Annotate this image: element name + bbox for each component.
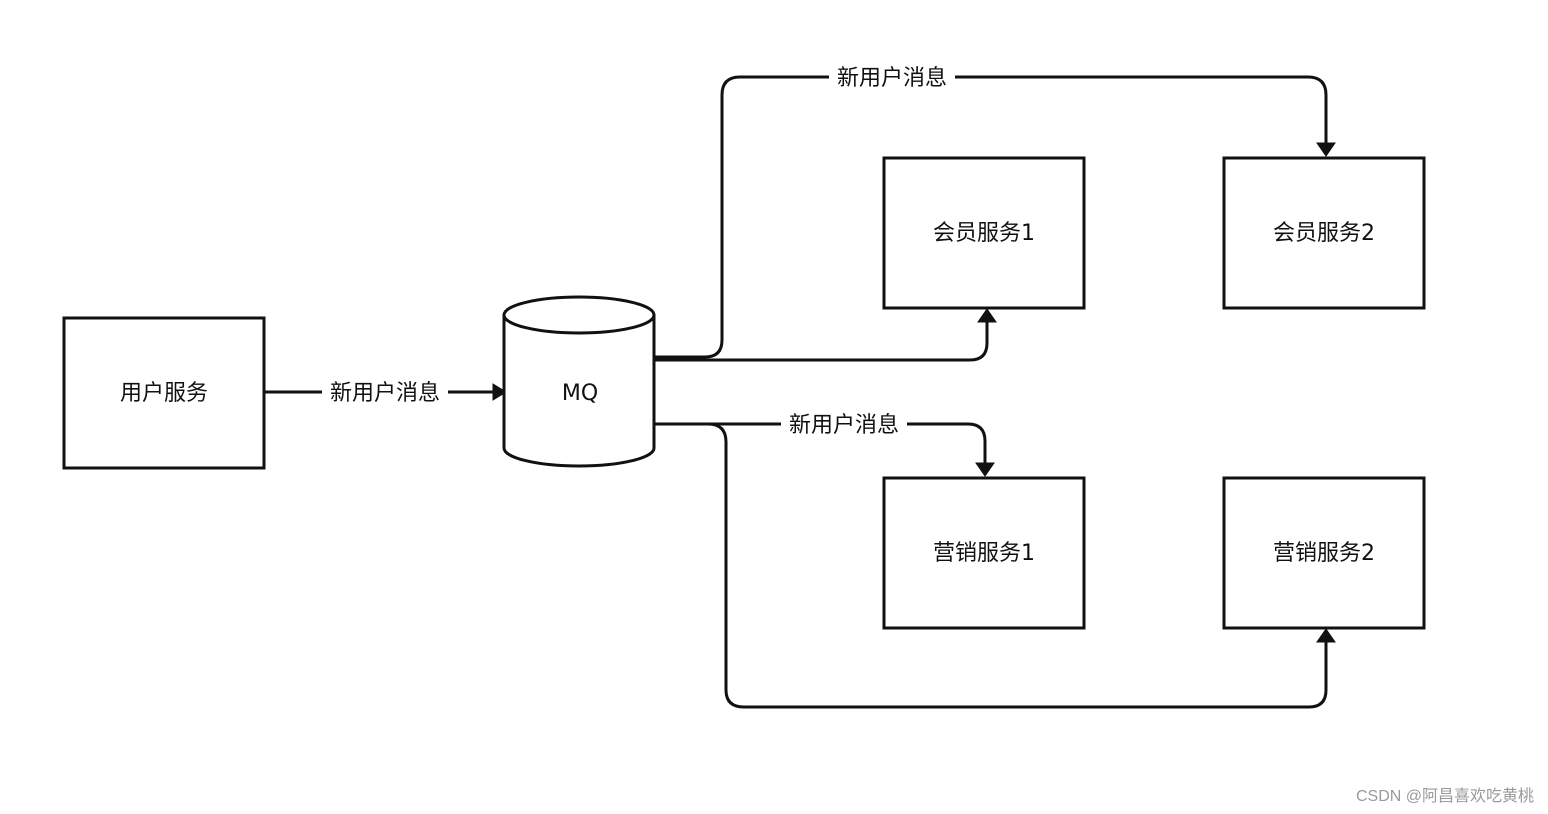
node-label-marketing-service-2: 营销服务2 [1273,541,1375,566]
arrowhead-member-service-1 [977,308,997,323]
mq-cylinder-icon [502,295,656,468]
node-user-service: 用户服务 [62,316,266,470]
arrowhead-user-to-mq [492,383,507,401]
edge-label-mq-to-marketing: 新用户消息 [789,413,899,438]
node-label-member-service-1: 会员服务1 [933,221,1035,246]
edge-label-mq-to-member: 新用户消息 [837,66,947,91]
watermark: CSDN @阿昌喜欢吃黄桃 [1355,788,1534,805]
edge-label-user-to-mq: 新用户消息 [330,381,440,406]
node-member-service-1: 会员服务1 [882,156,1086,310]
edge-mq-to-marketing-service-2 [653,422,1328,709]
arrowhead-marketing-service-2 [1316,628,1336,643]
node-label-member-service-2: 会员服务2 [1273,221,1375,246]
edge-mq-to-member-service-1 [653,318,989,362]
node-member-service-2: 会员服务2 [1222,156,1426,310]
node-marketing-service-1: 营销服务1 [882,476,1086,630]
node-label-user-service: 用户服务 [120,381,208,406]
node-label-marketing-service-1: 营销服务1 [933,541,1035,566]
node-label-mq: MQ [562,381,598,406]
edge-mq-to-marketing-service-1 [653,422,987,465]
arrowhead-marketing-service-1 [975,462,995,477]
arrowhead-member-service-2 [1316,142,1336,157]
node-mq: MQ [502,295,656,468]
edge-mq-to-member-service-2 [653,75,1328,359]
node-marketing-service-2: 营销服务2 [1222,476,1426,630]
